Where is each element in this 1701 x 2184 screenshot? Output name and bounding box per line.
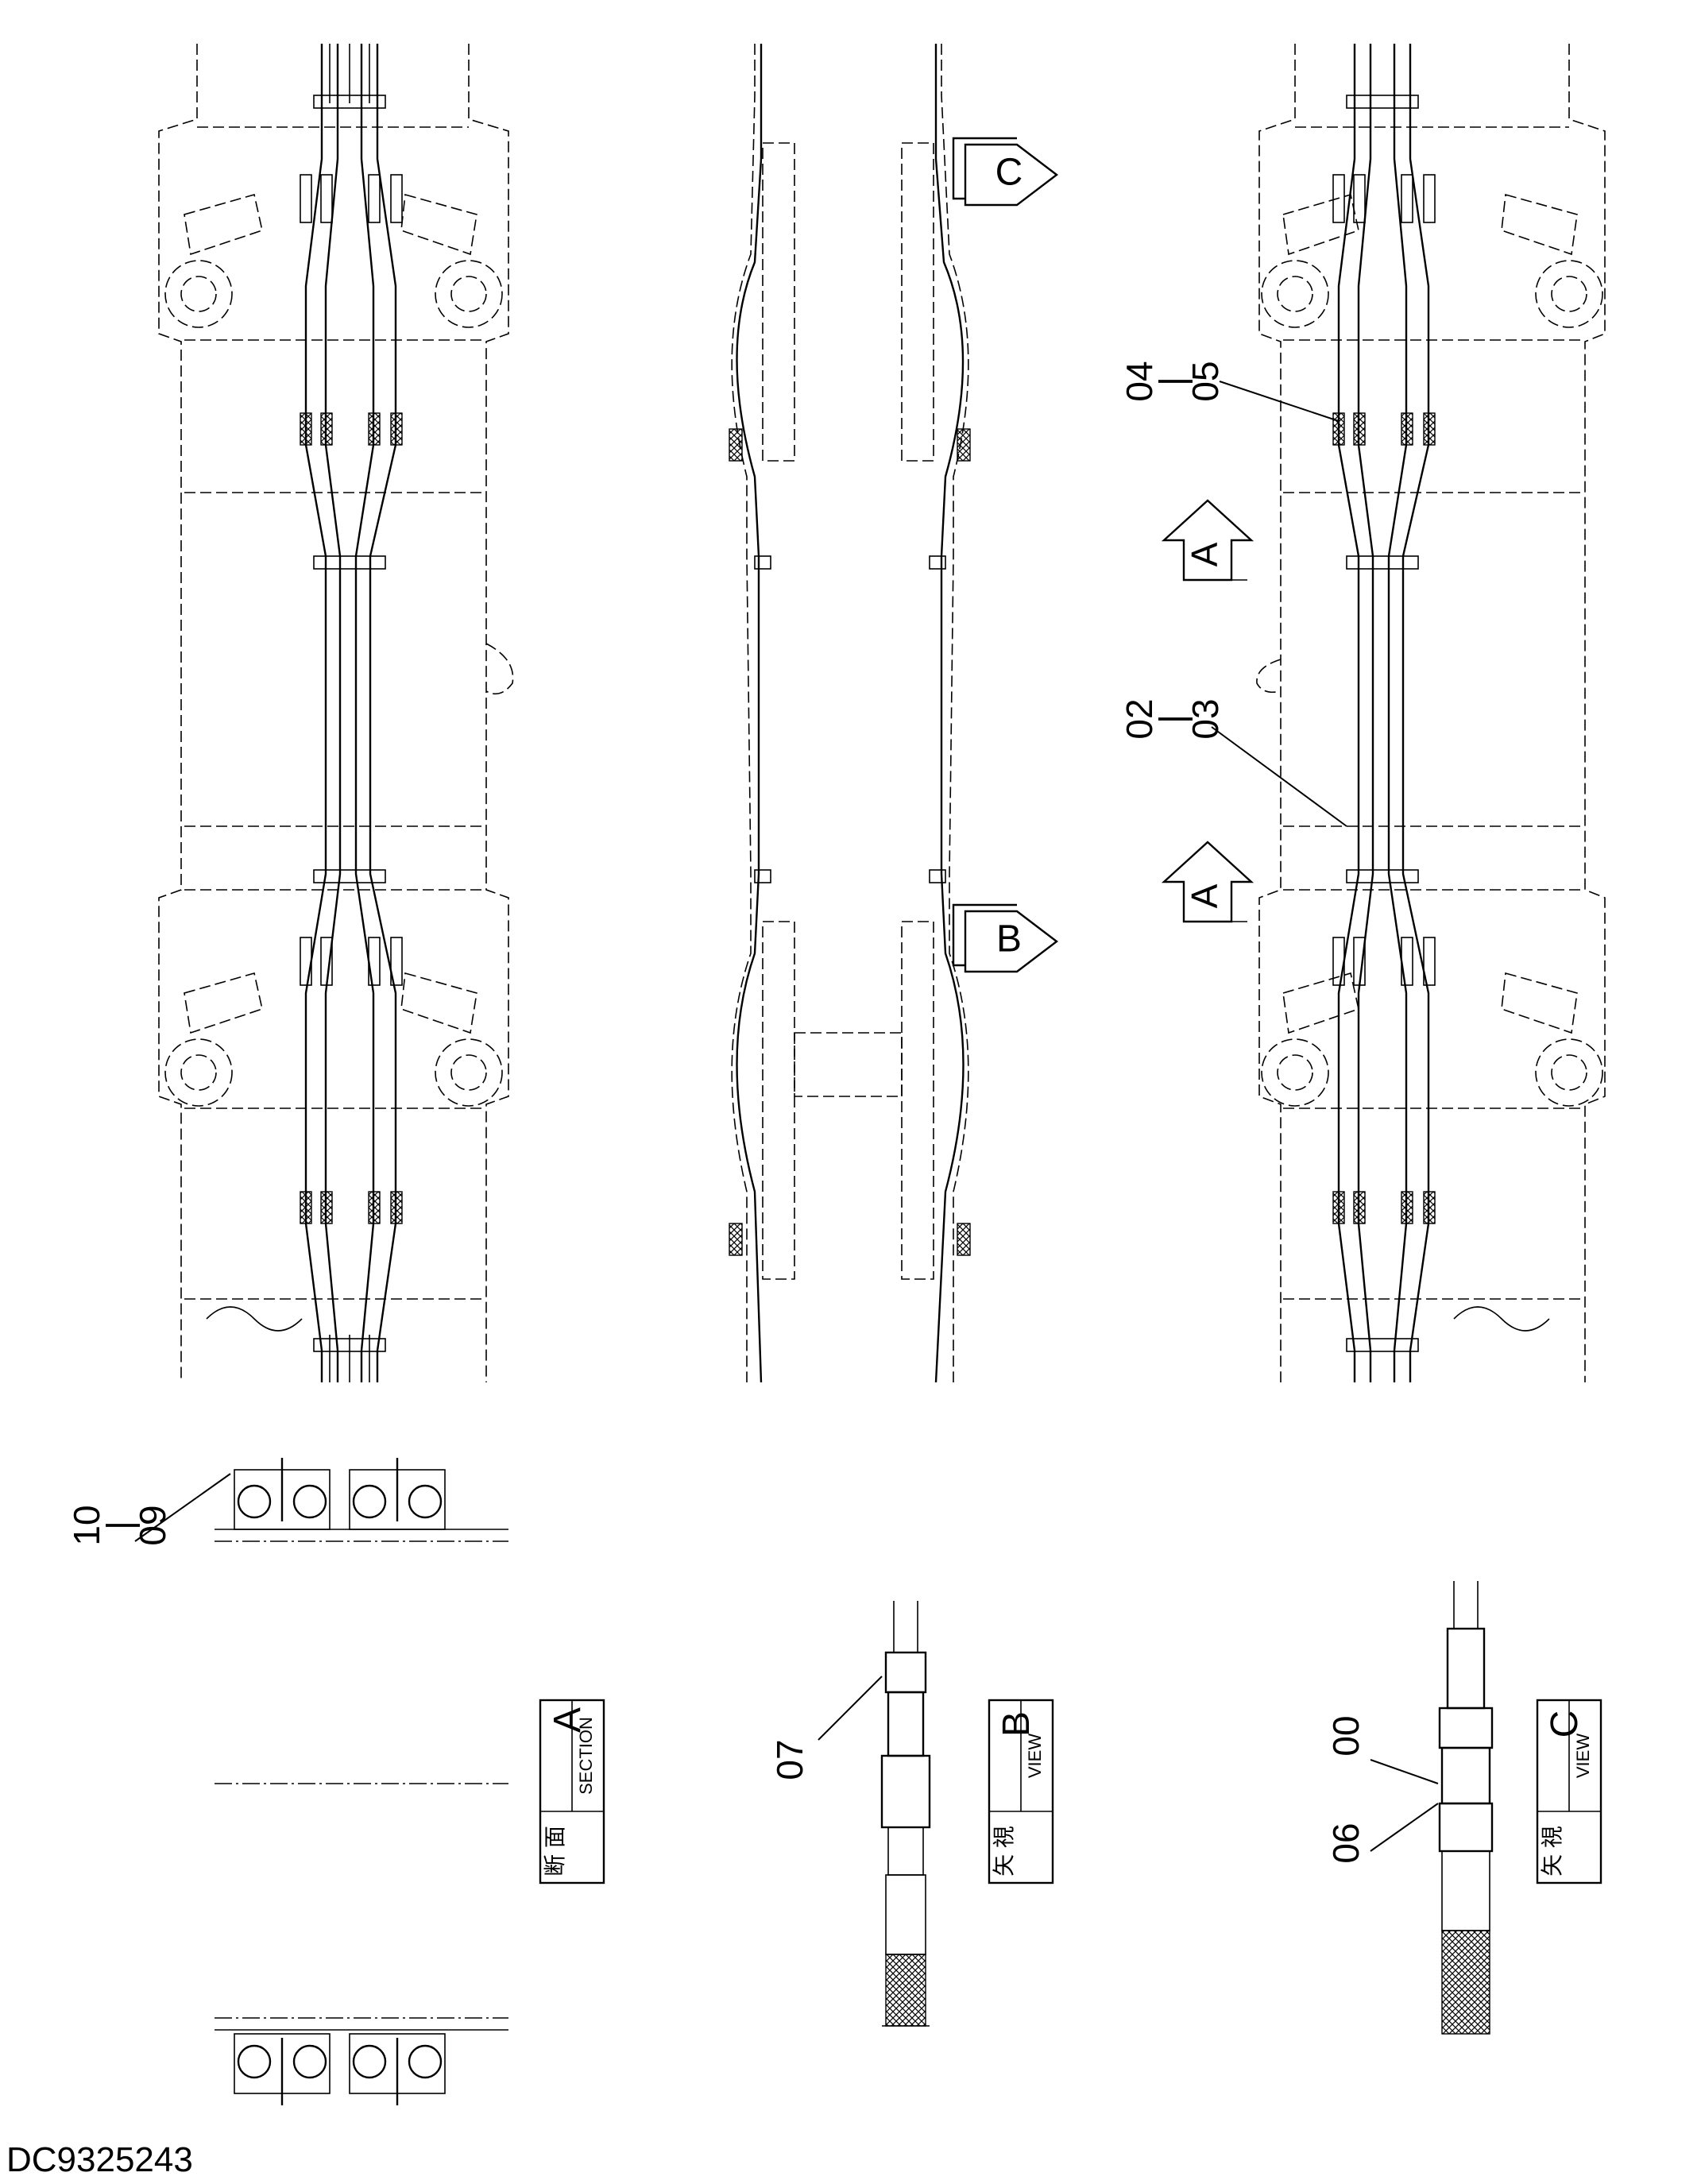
callout-line: 05 <box>1185 361 1226 401</box>
svg-text:B: B <box>995 1711 1038 1737</box>
svg-text:矢 視: 矢 視 <box>1540 1826 1564 1877</box>
hose-bundle-left <box>300 44 403 1382</box>
right-plan-view <box>1256 44 1606 1382</box>
view-c-label: C 矢 視 VIEW <box>1536 1699 1602 1884</box>
view-arrow-a-upper: A <box>1161 499 1254 582</box>
view-arrow-b: B <box>952 903 1058 973</box>
callout-07: 07 <box>769 1676 883 1780</box>
callout-10-09: 10|09 <box>66 1473 231 1546</box>
view-b-label: B 矢 視 VIEW <box>988 1699 1054 1884</box>
view-b-detail <box>880 1601 931 2027</box>
svg-text:VIEW: VIEW <box>1573 1734 1593 1778</box>
svg-text:B: B <box>996 918 1022 961</box>
callout-02-03: 02|03 <box>1119 698 1347 827</box>
svg-text:02|03: 02|03 <box>1119 698 1226 739</box>
callout-04-05: 04|05 <box>1119 361 1340 422</box>
svg-text:00: 00 <box>1325 1715 1367 1756</box>
svg-text:07: 07 <box>769 1739 810 1780</box>
view-arrow-c: C <box>952 137 1058 207</box>
callout-line: | <box>99 1521 140 1530</box>
svg-text:06: 06 <box>1325 1823 1367 1863</box>
callout-line: | <box>1151 714 1193 724</box>
hose-bundle-right <box>1332 44 1436 1382</box>
svg-text:10|09: 10|09 <box>66 1505 173 1545</box>
svg-text:C: C <box>995 152 1023 194</box>
svg-text:SECTION: SECTION <box>576 1717 596 1795</box>
svg-text:VIEW: VIEW <box>1025 1734 1045 1778</box>
svg-text:04|05: 04|05 <box>1119 361 1226 401</box>
svg-text:矢 視: 矢 視 <box>992 1826 1016 1877</box>
left-plan-view <box>158 44 514 1382</box>
svg-text:A: A <box>1184 883 1225 908</box>
section-a-detail <box>215 1458 508 2105</box>
center-side-view <box>729 44 971 1383</box>
callout-00-06: 00 06 <box>1325 1715 1439 1864</box>
view-c-detail <box>1438 1581 1494 2035</box>
svg-text:A: A <box>547 1707 589 1733</box>
svg-text:A: A <box>1184 542 1225 566</box>
section-a-label: A 断 面 SECTION <box>539 1699 605 1884</box>
svg-text:C: C <box>1544 1710 1586 1738</box>
svg-text:断 面: 断 面 <box>543 1826 567 1877</box>
view-arrow-a-lower: A <box>1161 841 1254 923</box>
drawing-number: DC9325243 <box>6 2140 193 2179</box>
callout-line: | <box>1151 377 1193 386</box>
